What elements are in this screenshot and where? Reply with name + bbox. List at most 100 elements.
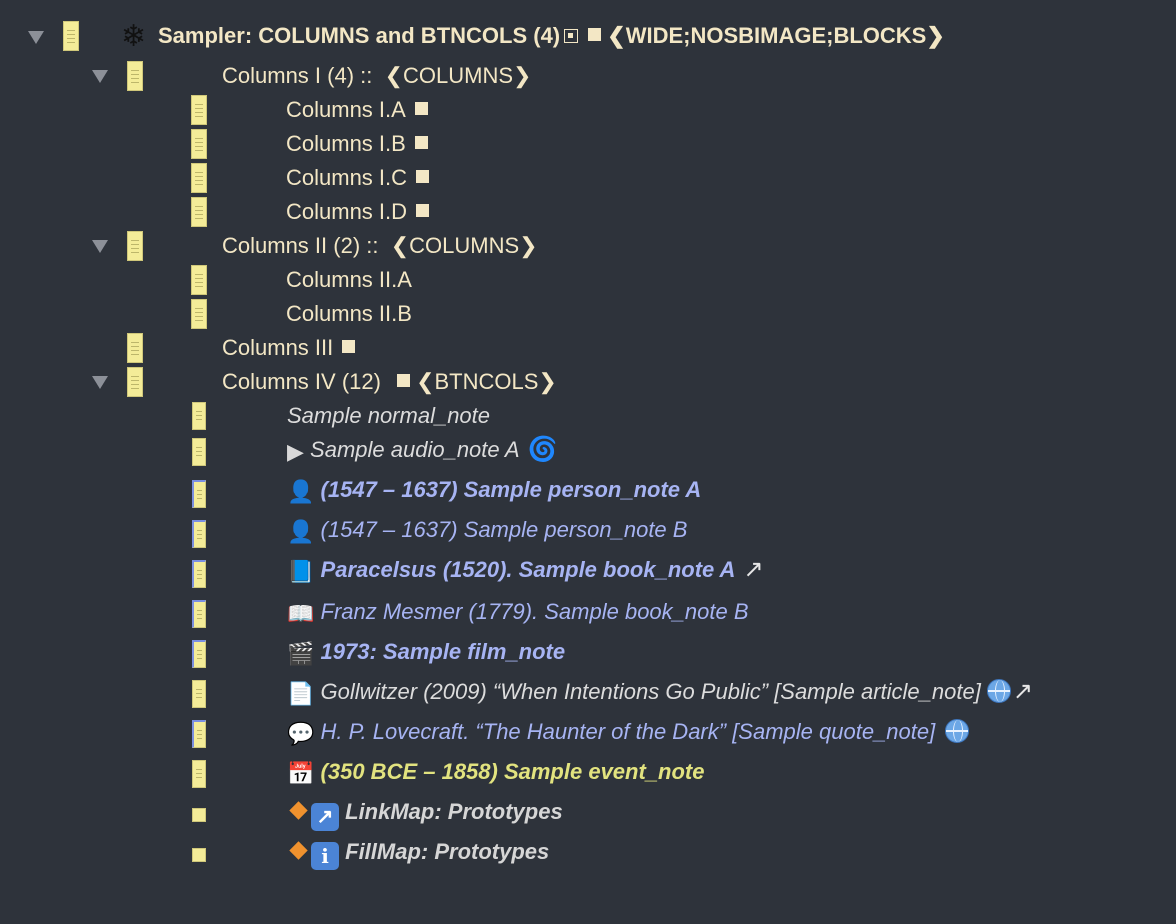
outline-row-book-note-a[interactable]: 📘 Paracelsus (1520). Sample book_note A ↗ <box>0 555 1176 588</box>
outline-row-fillmap[interactable]: i FillMap: Prototypes <box>0 837 1176 870</box>
item-title[interactable]: 1973: Sample film_note <box>320 639 566 664</box>
outline-row-normal-note[interactable]: Sample normal_note <box>0 401 1176 431</box>
note-icon <box>191 163 207 193</box>
item-title[interactable]: Sample audio_note A <box>310 437 520 462</box>
square-icon <box>342 340 356 353</box>
note-icon <box>191 197 207 227</box>
item-title[interactable]: (1547 – 1637) Sample person_note A <box>320 477 702 502</box>
item-title[interactable]: Columns I.B <box>286 131 406 156</box>
note-icon <box>192 402 206 430</box>
root-title[interactable]: Sampler: COLUMNS and BTNCOLS (4) <box>158 23 561 48</box>
outline-row-columns-i[interactable]: Columns I (4) :: ❮COLUMNS❯ <box>0 61 1176 91</box>
note-icon <box>191 299 207 329</box>
item-title[interactable]: Paracelsus (1520). Sample book_note A <box>320 557 736 582</box>
note-icon <box>127 231 143 261</box>
globe-icon[interactable] <box>986 679 1011 703</box>
note-icon <box>192 680 206 708</box>
item-title[interactable]: Columns I.A <box>286 97 406 122</box>
speech-bubble-icon: 💬 <box>287 721 315 746</box>
disclosure-triangle[interactable] <box>28 31 44 44</box>
spiral-icon: 🌀 <box>527 436 558 463</box>
external-link-icon[interactable]: ↗ <box>743 556 764 583</box>
disclosure-triangle[interactable] <box>92 376 108 389</box>
item-attributes: ❮BTNCOLS❯ <box>416 369 557 394</box>
item-title[interactable]: H. P. Lovecraft. “The Haunter of the Dar… <box>320 719 936 744</box>
item-title[interactable]: Columns II (2) :: <box>222 233 379 258</box>
outline-row-quote-note[interactable]: 💬 H. P. Lovecraft. “The Haunter of the D… <box>0 717 1176 748</box>
item-title[interactable]: LinkMap: Prototypes <box>345 799 563 824</box>
disclosure-triangle[interactable] <box>92 240 108 253</box>
outline-row-columns-i-a[interactable]: Columns I.A <box>0 95 1176 125</box>
item-title[interactable]: Columns I.D <box>286 199 408 224</box>
outline-row-columns-i-d[interactable]: Columns I.D <box>0 197 1176 227</box>
note-icon <box>192 848 206 862</box>
external-link-icon[interactable]: ↗ <box>1012 678 1033 705</box>
calendar-icon: 📅 <box>287 761 315 786</box>
outline-row-columns-iv[interactable]: Columns IV (12) ❮BTNCOLS❯ <box>0 367 1176 397</box>
note-icon <box>63 21 79 51</box>
orange-diamond-icon <box>289 801 308 820</box>
item-title[interactable]: Columns IV (12) <box>222 369 381 394</box>
open-book-icon: 📖 <box>287 601 315 626</box>
note-icon <box>192 480 206 508</box>
boxed-square-icon <box>564 29 579 43</box>
page-icon: 📄 <box>287 681 315 706</box>
blue-book-icon: 📘 <box>287 559 315 584</box>
item-attributes: ❮COLUMNS❯ <box>390 233 538 258</box>
disclosure-triangle[interactable] <box>92 70 108 83</box>
note-icon <box>192 640 206 668</box>
outline-row-book-note-b[interactable]: 📖 Franz Mesmer (1779). Sample book_note … <box>0 597 1176 628</box>
note-icon <box>192 600 206 628</box>
globe-icon[interactable] <box>945 719 970 743</box>
outline-row-columns-i-c[interactable]: Columns I.C <box>0 163 1176 193</box>
outline-row-columns-ii-a[interactable]: Columns II.A <box>0 265 1176 295</box>
note-icon <box>191 265 207 295</box>
outline-row-person-note-a[interactable]: 👤 (1547 – 1637) Sample person_note A <box>0 475 1176 508</box>
square-icon <box>414 102 428 115</box>
note-icon <box>127 367 143 397</box>
play-icon[interactable]: ▶ <box>287 439 304 464</box>
item-title[interactable]: Columns II.B <box>286 301 412 326</box>
note-icon <box>191 129 207 159</box>
person-icon: 👤 <box>287 519 315 544</box>
outline-row-audio-note[interactable]: ▶ Sample audio_note A 🌀 <box>0 435 1176 466</box>
outline-row-columns-ii[interactable]: Columns II (2) :: ❮COLUMNS❯ <box>0 231 1176 261</box>
outline-row-columns-i-b[interactable]: Columns I.B <box>0 129 1176 159</box>
item-title[interactable]: (1547 – 1637) Sample person_note B <box>320 517 688 542</box>
outline-row-person-note-b[interactable]: 👤 (1547 – 1637) Sample person_note B <box>0 515 1176 548</box>
orange-diamond-icon <box>289 841 308 860</box>
note-icon <box>192 520 206 548</box>
outline-row-film-note[interactable]: 🎬 1973: Sample film_note <box>0 637 1176 668</box>
info-icon: i <box>311 842 339 870</box>
outline-row-article-note[interactable]: 📄 Gollwitzer (2009) “When Intentions Go … <box>0 677 1176 708</box>
note-icon <box>192 808 206 822</box>
note-icon <box>192 560 206 588</box>
item-attributes: ❮COLUMNS❯ <box>384 63 532 88</box>
item-title[interactable]: FillMap: Prototypes <box>345 839 550 864</box>
item-title[interactable]: Gollwitzer (2009) “When Intentions Go Pu… <box>320 679 981 704</box>
item-title[interactable]: Sample normal_note <box>287 403 491 428</box>
item-title[interactable]: Columns I (4) :: <box>222 63 373 88</box>
square-icon <box>588 28 602 41</box>
square-icon <box>416 204 430 217</box>
note-icon <box>127 61 143 91</box>
person-icon: 👤 <box>287 479 315 504</box>
note-icon <box>192 760 206 788</box>
square-icon <box>416 170 430 183</box>
item-title[interactable]: Franz Mesmer (1779). Sample book_note B <box>320 599 749 624</box>
outline-row-columns-iii[interactable]: Columns III <box>0 333 1176 363</box>
square-icon <box>396 374 410 387</box>
clapperboard-icon: 🎬 <box>287 641 315 666</box>
item-title[interactable]: Columns I.C <box>286 165 408 190</box>
outline-row-root[interactable]: ❄ Sampler: COLUMNS and BTNCOLS (4) ❮WIDE… <box>0 20 1176 53</box>
outline-row-event-note[interactable]: 📅 (350 BCE – 1858) Sample event_note <box>0 757 1176 788</box>
square-icon <box>414 136 428 149</box>
item-title[interactable]: (350 BCE – 1858) Sample event_note <box>320 759 705 784</box>
outline-row-columns-ii-b[interactable]: Columns II.B <box>0 299 1176 329</box>
outline-row-linkmap[interactable]: ↗ LinkMap: Prototypes <box>0 797 1176 831</box>
item-title[interactable]: Columns III <box>222 335 334 360</box>
item-title[interactable]: Columns II.A <box>286 267 412 292</box>
note-icon <box>191 95 207 125</box>
root-attributes: ❮WIDE;NOSBIMAGE;BLOCKS❯ <box>607 23 945 48</box>
snowflake-gear-icon: ❄ <box>121 20 147 53</box>
